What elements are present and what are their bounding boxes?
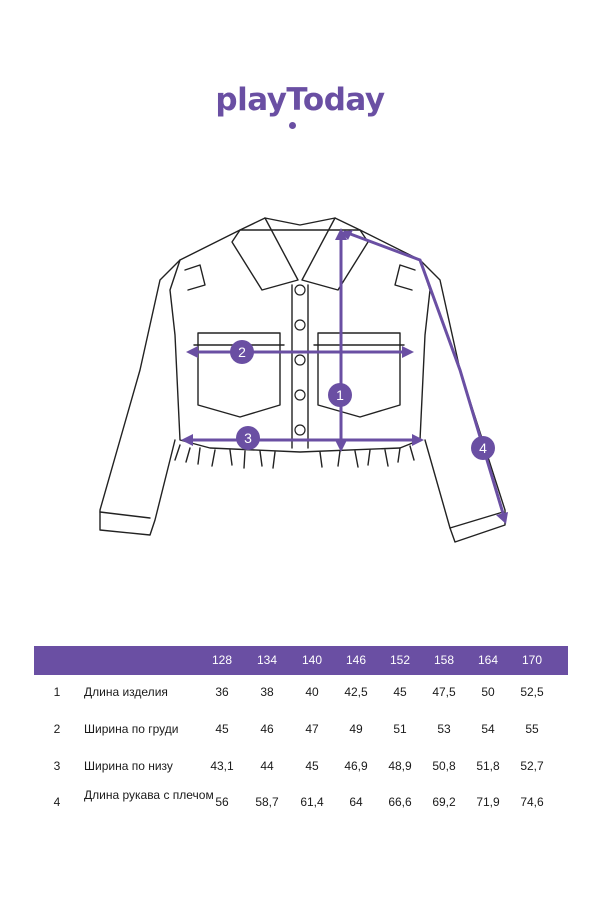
row-label: Ширина по низу	[84, 759, 173, 773]
marker-label: 4	[479, 440, 487, 456]
row-value: 47,5	[432, 685, 456, 699]
marker-label: 1	[336, 387, 344, 403]
row-value: 56	[215, 795, 229, 809]
table-row: 2 Ширина по груди 45 46 47 49 51 53 54 5…	[34, 719, 568, 755]
row-value: 74,6	[520, 795, 544, 809]
row-value: 43,1	[210, 759, 234, 773]
logo-text: playToday	[215, 82, 385, 118]
row-value: 51,8	[476, 759, 500, 773]
row-value: 46	[260, 722, 274, 736]
row-value: 47	[305, 722, 319, 736]
row-value: 50	[481, 685, 495, 699]
measure-marker-4: 4	[471, 436, 495, 460]
row-value: 45	[393, 685, 407, 699]
row-value: 50,8	[432, 759, 456, 773]
row-value: 36	[215, 685, 229, 699]
row-value: 71,9	[476, 795, 500, 809]
size-header-cell: 164	[477, 653, 499, 667]
row-value: 64	[349, 795, 363, 809]
size-header-cell: 158	[433, 653, 455, 667]
measure-marker-1: 1	[328, 383, 352, 407]
marker-label: 2	[238, 344, 246, 360]
row-label: Длина изделия	[84, 685, 168, 699]
row-value: 66,6	[388, 795, 412, 809]
row-value: 38	[260, 685, 274, 699]
row-value: 40	[305, 685, 319, 699]
row-value: 49	[349, 722, 363, 736]
row-value: 52,5	[520, 685, 544, 699]
table-row: 4 Длина рукава с плечом 56 58,7 61,4 64 …	[34, 788, 568, 824]
row-value: 54	[481, 722, 495, 736]
row-value: 45	[305, 759, 319, 773]
row-value: 61,4	[300, 795, 324, 809]
size-header-cell: 134	[256, 653, 278, 667]
size-header-cell: 152	[389, 653, 411, 667]
row-number: 3	[53, 759, 61, 773]
row-value: 58,7	[255, 795, 279, 809]
row-number: 4	[53, 795, 61, 809]
size-header-cell: 146	[345, 653, 367, 667]
logo-dot-icon	[289, 122, 296, 129]
size-header-cell: 128	[211, 653, 233, 667]
row-value: 53	[437, 722, 451, 736]
row-value: 44	[260, 759, 274, 773]
row-value: 42,5	[344, 685, 368, 699]
row-label: Ширина по груди	[84, 722, 179, 736]
row-number: 1	[53, 685, 61, 699]
measure-marker-2: 2	[230, 340, 254, 364]
size-table-header: 128 134 140 146 152 158 164 170	[34, 646, 568, 675]
size-header-cell: 140	[301, 653, 323, 667]
row-value: 52,7	[520, 759, 544, 773]
row-value: 48,9	[388, 759, 412, 773]
row-value: 51	[393, 722, 407, 736]
row-value: 55	[525, 722, 539, 736]
row-value: 69,2	[432, 795, 456, 809]
size-table: 128 134 140 146 152 158 164 170 1 Длина …	[34, 646, 568, 809]
size-header-cell: 170	[521, 653, 543, 667]
table-row: 1 Длина изделия 36 38 40 42,5 45 47,5 50…	[34, 682, 568, 718]
row-number: 2	[53, 722, 61, 736]
measure-marker-3: 3	[236, 426, 260, 450]
marker-label: 3	[244, 430, 252, 446]
row-value: 45	[215, 722, 229, 736]
row-label: Длина рукава с плечом	[84, 788, 214, 802]
table-row: 3 Ширина по низу 43,1 44 45 46,9 48,9 50…	[34, 756, 568, 792]
row-value: 46,9	[344, 759, 368, 773]
brand-logo: playToday	[0, 82, 600, 129]
jacket-drawing: 1 2 3 4	[99, 217, 508, 543]
